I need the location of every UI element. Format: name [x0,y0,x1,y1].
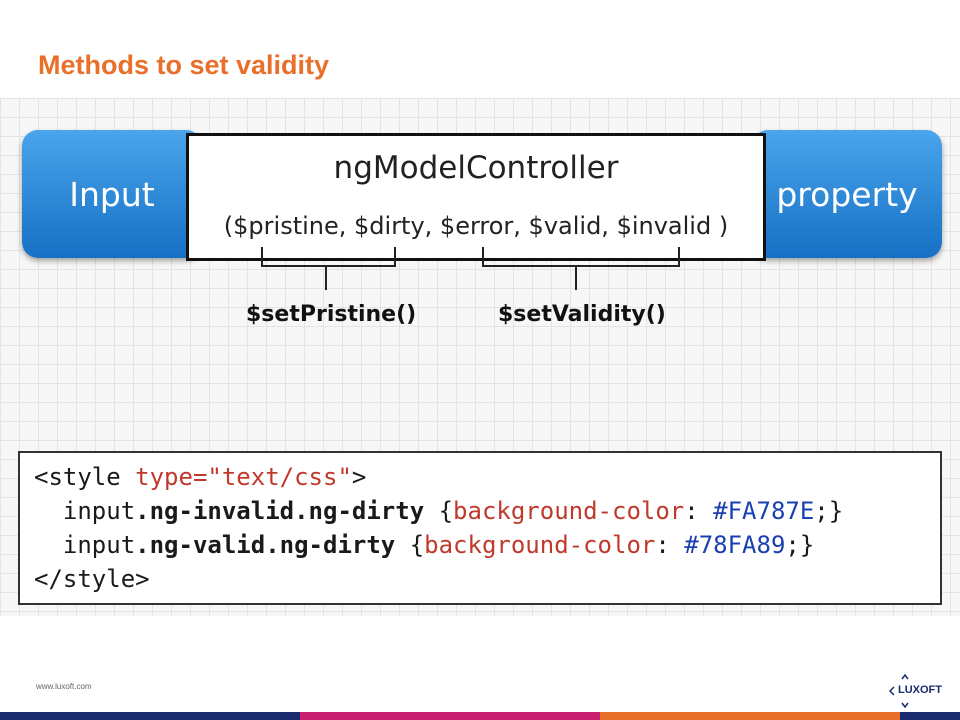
code-attr: type= [135,463,208,491]
controller-properties: ($pristine, $dirty, $error, $valid, $inv… [223,212,729,240]
footer-bar-navy [0,712,300,720]
code-value: #FA787E [713,497,815,525]
code-attr-string: "text/css" [207,463,352,491]
code-property: background-color [424,531,656,559]
code-brace: { [395,531,425,559]
code-line-2: input.ng-invalid.ng-dirty {background-co… [34,497,843,525]
code-selector-class: .ng-invalid.ng-dirty [135,497,425,525]
logo-chevrons-icon [888,673,909,709]
code-end: ;} [814,497,844,525]
logo-text: LUXOFT [898,684,942,696]
code-brace: { [424,497,454,525]
brace-pristine-dirty [261,247,396,290]
luxoft-logo: LUXOFT [888,673,944,709]
method-set-pristine: $setPristine() [246,302,417,327]
code-line-1: <style type="text/css"> [34,463,366,491]
code-tag-end: </style> [34,565,150,593]
code-selector-element: input [62,497,136,525]
input-label: Input [69,174,155,214]
property-box: property [752,130,942,258]
footer-url: www.luxoft.com [36,682,92,691]
code-end: ;} [785,531,815,559]
input-box: Input [22,130,202,258]
slide-title: Methods to set validity [38,50,330,80]
controller-title: ngModelController [333,150,619,186]
code-property: background-color [453,497,685,525]
code-tag-close: > [351,463,367,491]
ng-model-controller-box: ngModelController ($pristine, $dirty, $e… [186,133,766,261]
footer-bar-magenta [300,712,600,720]
code-colon: : [684,497,714,525]
code-selector-class: .ng-valid.ng-dirty [135,531,396,559]
footer-bar-navy-end [900,712,960,720]
footer-bar-orange [600,712,900,720]
property-label: property [776,174,918,214]
code-value: #78FA89 [684,531,786,559]
brace-error-valid-invalid [482,247,680,290]
code-line-4: </style> [34,565,150,593]
method-set-validity: $setValidity() [498,302,666,327]
code-tag-open: <style [34,463,136,491]
code-colon: : [655,531,685,559]
code-line-3: input.ng-valid.ng-dirty {background-colo… [34,531,814,559]
code-block: <style type="text/css"> input.ng-invalid… [18,451,942,605]
code-selector-element: input [62,531,136,559]
